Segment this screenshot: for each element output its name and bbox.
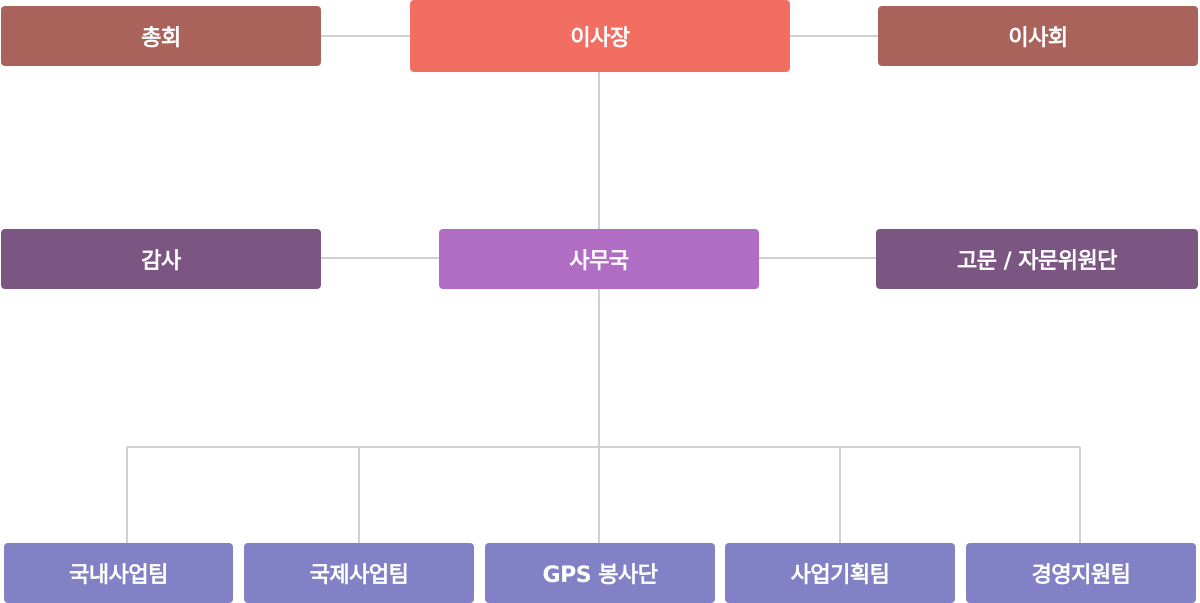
node-label: 국제사업팀 <box>309 563 409 588</box>
node-label: 감사 <box>141 249 181 274</box>
node-team-international: 국제사업팀 <box>244 543 474 603</box>
node-board-of-directors: 이사회 <box>878 6 1198 66</box>
node-secretariat: 사무국 <box>439 229 759 289</box>
node-label: 사무국 <box>569 249 629 274</box>
node-team-planning: 사업기획팀 <box>725 543 955 603</box>
node-team-domestic: 국내사업팀 <box>4 543 233 603</box>
node-label: GPS 봉사단 <box>542 563 658 588</box>
node-label: 경영지원팀 <box>1031 563 1131 588</box>
node-advisory-committee: 고문 / 자문위원단 <box>876 229 1198 289</box>
node-team-gps-volunteers: GPS 봉사단 <box>485 543 715 603</box>
node-team-management-support: 경영지원팀 <box>966 543 1196 603</box>
node-label: 고문 / 자문위원단 <box>956 249 1118 274</box>
node-label: 이사장 <box>570 26 630 51</box>
node-label: 사업기획팀 <box>790 563 890 588</box>
node-label: 총회 <box>141 26 181 51</box>
node-audit: 감사 <box>1 229 321 289</box>
node-general-assembly: 총회 <box>1 6 321 66</box>
node-label: 이사회 <box>1008 26 1068 51</box>
node-chairman: 이사장 <box>410 0 790 72</box>
node-label: 국내사업팀 <box>69 563 168 588</box>
